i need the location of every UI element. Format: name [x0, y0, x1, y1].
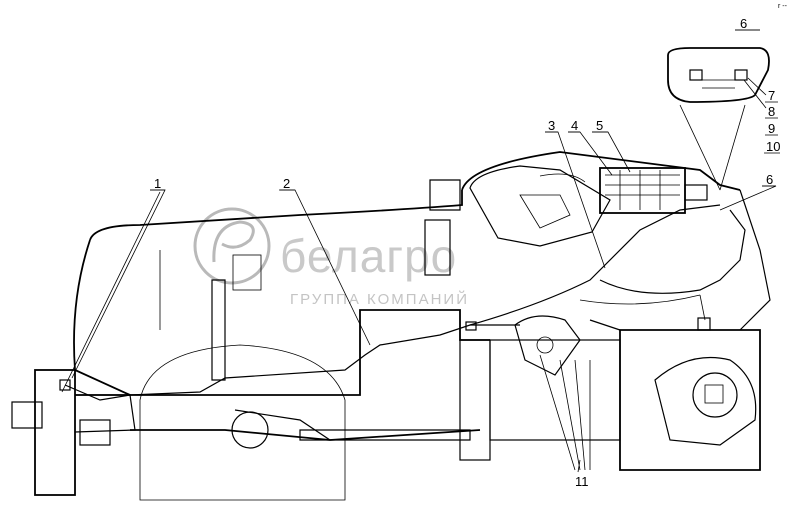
cab-connector [465, 321, 477, 331]
exhaust-stack [429, 179, 461, 211]
corner-mark: r -- [778, 3, 788, 10]
leader-11 [539, 354, 591, 473]
cab-controls [514, 167, 708, 376]
inset-pointer-lines [679, 104, 746, 191]
air-filter [424, 219, 451, 276]
rear-fender [739, 189, 771, 331]
cab [461, 151, 741, 247]
clutch-housing [459, 339, 491, 461]
callout-9: 9 [768, 121, 775, 136]
hydraulic-block [514, 315, 581, 376]
callout-6-side: 6 [766, 172, 773, 187]
wiring-harnesses [59, 204, 746, 401]
engine-block [232, 254, 262, 291]
inset-lamp-right [734, 69, 748, 81]
callout-underlines [150, 29, 780, 191]
frame-rail-lower [130, 429, 481, 441]
callout-5: 5 [596, 118, 603, 133]
steering-link [234, 409, 331, 441]
hood-front [73, 239, 131, 396]
inset-housing-lines [702, 79, 735, 89]
cab-window [469, 165, 611, 247]
callout-11: 11 [575, 474, 589, 489]
main-harness-front [64, 324, 520, 401]
watermark: белагро ГРУППА КОМПАНИЙ [193, 207, 469, 308]
radiator [211, 279, 226, 381]
watermark-logo-mark [212, 220, 255, 263]
callout-4: 4 [571, 118, 578, 133]
leader-7 [747, 77, 767, 96]
callout-10: 10 [766, 139, 780, 154]
hood-top [89, 190, 463, 241]
control-panel-grid [605, 170, 680, 210]
rear-wheel-hub-outline [654, 356, 757, 446]
hydraulic-valve [536, 336, 554, 354]
steering-wheel [539, 173, 586, 183]
front-bumper [11, 401, 43, 429]
front-connector [59, 379, 71, 391]
hood [73, 179, 463, 396]
steering-column [519, 194, 571, 229]
leader-8 [743, 79, 767, 109]
rear-connector [697, 317, 711, 331]
callout-labels: 1 2 3 4 5 6 7 8 9 10 6 11 [150, 16, 780, 489]
frame-rail-upper [75, 309, 490, 396]
rear-harness [599, 209, 746, 294]
cab-roof [461, 151, 741, 191]
drive-shaft [299, 429, 471, 441]
callout-2: 2 [283, 176, 290, 191]
callout-7: 7 [768, 88, 775, 103]
watermark-tagline: ГРУППА КОМПАНИЙ [290, 290, 469, 308]
rear-axle-housing [619, 329, 761, 471]
rear-frame-link [589, 319, 621, 331]
rear-hub-cap [704, 384, 724, 404]
relay-box [684, 184, 708, 201]
callout-3: 3 [548, 118, 555, 133]
rear-drop-wire [699, 294, 706, 321]
callout-6-top: 6 [740, 16, 747, 31]
watermark-logo-ring [193, 207, 271, 285]
front-wheel-outline [139, 344, 346, 501]
front-wheel [139, 344, 346, 501]
main-harness-cab [469, 204, 721, 326]
auxiliary-harness [579, 294, 701, 305]
rear-wheel-hub [692, 372, 738, 418]
front-axle-bracket [74, 394, 136, 433]
leader-6-side [719, 185, 777, 211]
rear-end [589, 189, 771, 471]
callout-8: 8 [768, 104, 775, 119]
chassis [75, 309, 621, 461]
roof-light-inset [667, 47, 770, 191]
front-axle-housing [79, 419, 111, 446]
inset-lamp-left [689, 69, 703, 81]
transmission [489, 339, 621, 441]
front-weight [34, 369, 76, 496]
leader-5 [592, 131, 631, 173]
inset-outline [667, 47, 770, 103]
front-wheel-hub [231, 411, 269, 449]
watermark-brand: белагро [280, 230, 457, 282]
callout-1: 1 [154, 176, 161, 191]
